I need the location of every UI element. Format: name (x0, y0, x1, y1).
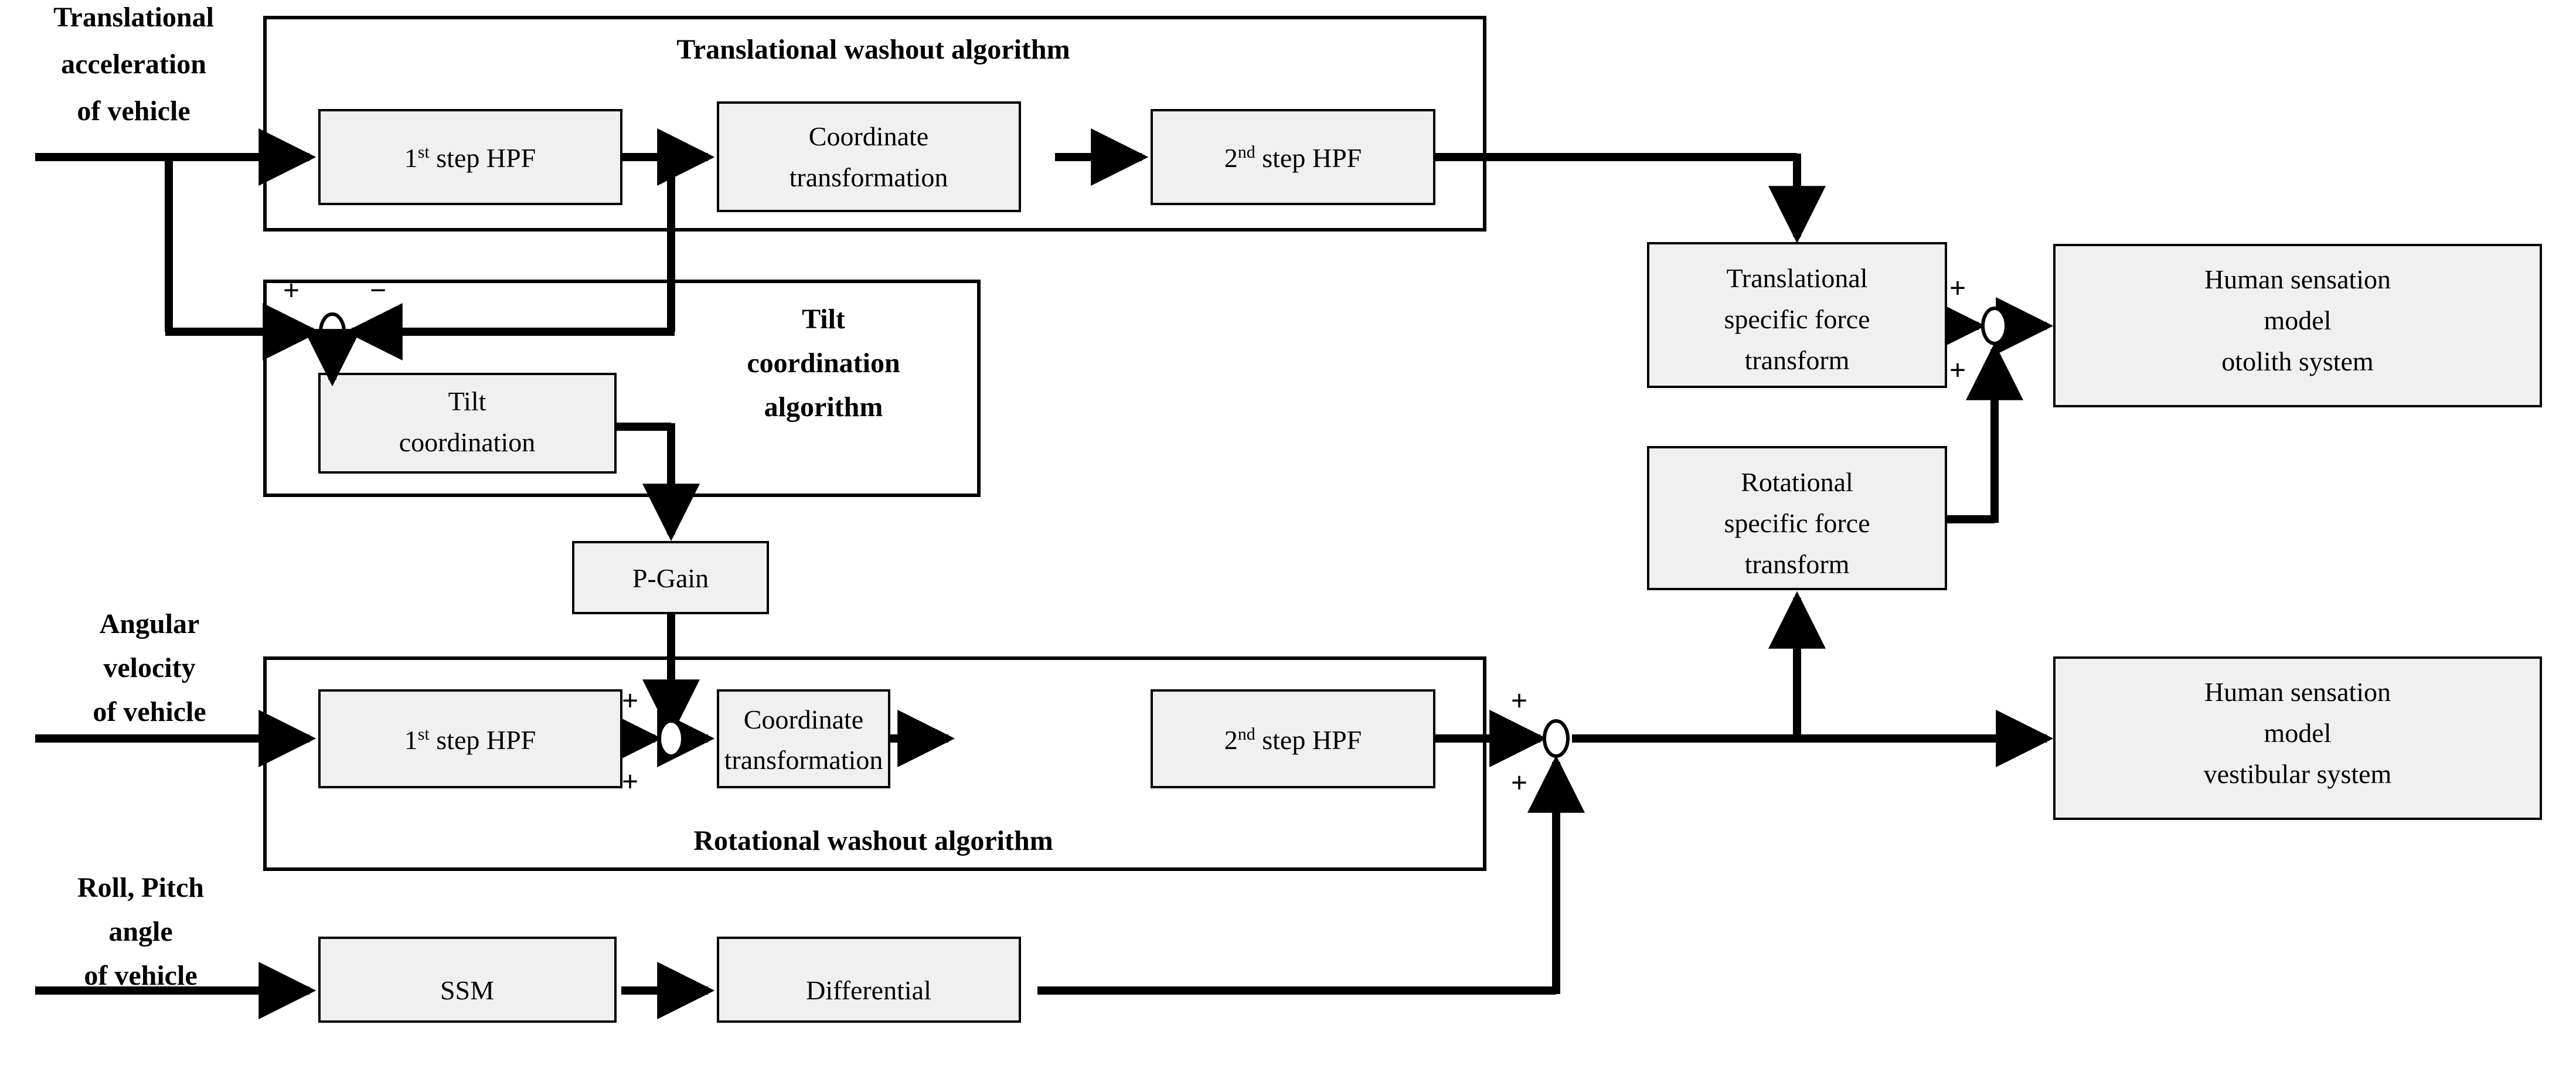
block-ssm-label: SSM (440, 975, 494, 1005)
block-hsm-vestibular-line1: Human sensation (2204, 677, 2391, 707)
label-rotational-washout: Rotational washout algorithm (693, 825, 1053, 856)
block-rot-coord-line2: transformation (724, 745, 883, 775)
block-trans-coord-line1: Coordinate (809, 121, 928, 151)
block-trans-sft-line1: Translational (1726, 263, 1867, 293)
block-ssm[interactable]: SSM (318, 937, 617, 1023)
junction-otolith-sum: + + (1949, 271, 2008, 386)
block-hsm-vestibular[interactable]: Human sensation model vestibular system (2053, 656, 2542, 820)
block-tilt-coord-line1: Tilt (448, 386, 486, 416)
svg-text:velocity: velocity (103, 652, 195, 683)
block-rot-sft-line2: specific force (1724, 508, 1870, 538)
input-label-angular-velocity: Angular velocity of vehicle (93, 608, 206, 727)
svg-text:angle: angle (108, 916, 172, 947)
block-hsm-otolith[interactable]: Human sensation model otolith system (2053, 244, 2542, 407)
svg-text:Translational: Translational (53, 2, 214, 33)
block-rotational-sft[interactable]: Rotational specific force transform (1647, 446, 1947, 590)
block-rot-sft-line1: Rotational (1741, 467, 1853, 497)
block-rot-hpf2[interactable]: 2nd step HPF (1151, 689, 1435, 788)
svg-text:Roll, Pitch: Roll, Pitch (77, 872, 204, 903)
label-tilt-line3: algorithm (764, 392, 883, 423)
block-differential[interactable]: Differential (717, 937, 1021, 1023)
block-hsm-otolith-line2: model (2264, 305, 2332, 335)
block-trans-sft-line3: transform (1745, 345, 1850, 375)
svg-text:of vehicle: of vehicle (93, 696, 206, 727)
svg-text:1st step HPF: 1st step HPF (404, 142, 536, 173)
block-hsm-otolith-line3: otolith system (2221, 346, 2374, 376)
sign-otolith-top-plus: + (1949, 271, 1966, 304)
sign-rot-top-plus: + (622, 684, 639, 717)
label-tilt-line1: Tilt (802, 304, 845, 335)
junction-vestibular-sum: + + (1511, 684, 1570, 799)
block-p-gain[interactable]: P-Gain (572, 541, 769, 614)
sign-otolith-bottom-plus: + (1949, 353, 1966, 386)
sign-vestibular-bottom-plus: + (1511, 766, 1528, 799)
svg-text:of vehicle: of vehicle (84, 960, 197, 991)
sign-tilt-minus: − (370, 274, 387, 307)
svg-text:2nd step HPF: 2nd step HPF (1224, 724, 1362, 755)
junction-tilt-sum: + − (283, 274, 387, 387)
svg-text:acceleration: acceleration (61, 49, 206, 80)
sign-rot-bottom-plus: + (622, 765, 639, 798)
block-rot-coord[interactable]: Coordinate transformation (717, 689, 890, 788)
block-trans-coord[interactable]: Coordinate transformation (717, 101, 1021, 212)
block-differential-label: Differential (806, 975, 931, 1005)
block-hsm-otolith-line1: Human sensation (2204, 264, 2391, 294)
block-trans-hpf2[interactable]: 2nd step HPF (1151, 109, 1435, 205)
input-label-roll-pitch-angle: Roll, Pitch angle of vehicle (77, 872, 204, 991)
block-rot-sft-line3: transform (1745, 549, 1850, 579)
group-translational-washout (263, 16, 1486, 232)
svg-text:Angular: Angular (100, 608, 200, 639)
block-hsm-vestibular-line2: model (2264, 718, 2332, 748)
block-trans-sft-line2: specific force (1724, 304, 1870, 334)
svg-text:1st step HPF: 1st step HPF (404, 724, 536, 755)
block-tilt-coord-line2: coordination (399, 427, 536, 457)
junction-rot-sum: + + (622, 684, 685, 798)
block-trans-coord-line2: transformation (790, 162, 948, 192)
label-tilt-line2: coordination (747, 348, 900, 379)
block-rot-coord-line1: Coordinate (744, 705, 863, 734)
sign-tilt-plus: + (283, 274, 300, 307)
group-tilt-coordination (263, 280, 981, 497)
block-rot-hpf1[interactable]: 1st step HPF (318, 689, 622, 788)
svg-text:of vehicle: of vehicle (77, 96, 190, 127)
sign-vestibular-top-plus: + (1511, 684, 1528, 717)
svg-text:2nd step HPF: 2nd step HPF (1224, 142, 1362, 173)
block-tilt-coordination[interactable]: Tilt coordination (318, 373, 617, 474)
label-translational-washout: Translational washout algorithm (676, 34, 1070, 65)
block-translational-sft[interactable]: Translational specific force transform (1647, 242, 1947, 388)
block-trans-hpf1[interactable]: 1st step HPF (318, 109, 622, 205)
input-label-translational-acceleration: Translational acceleration of vehicle (53, 2, 214, 127)
block-hsm-vestibular-line3: vestibular system (2204, 759, 2392, 789)
block-p-gain-label: P-Gain (632, 563, 709, 593)
